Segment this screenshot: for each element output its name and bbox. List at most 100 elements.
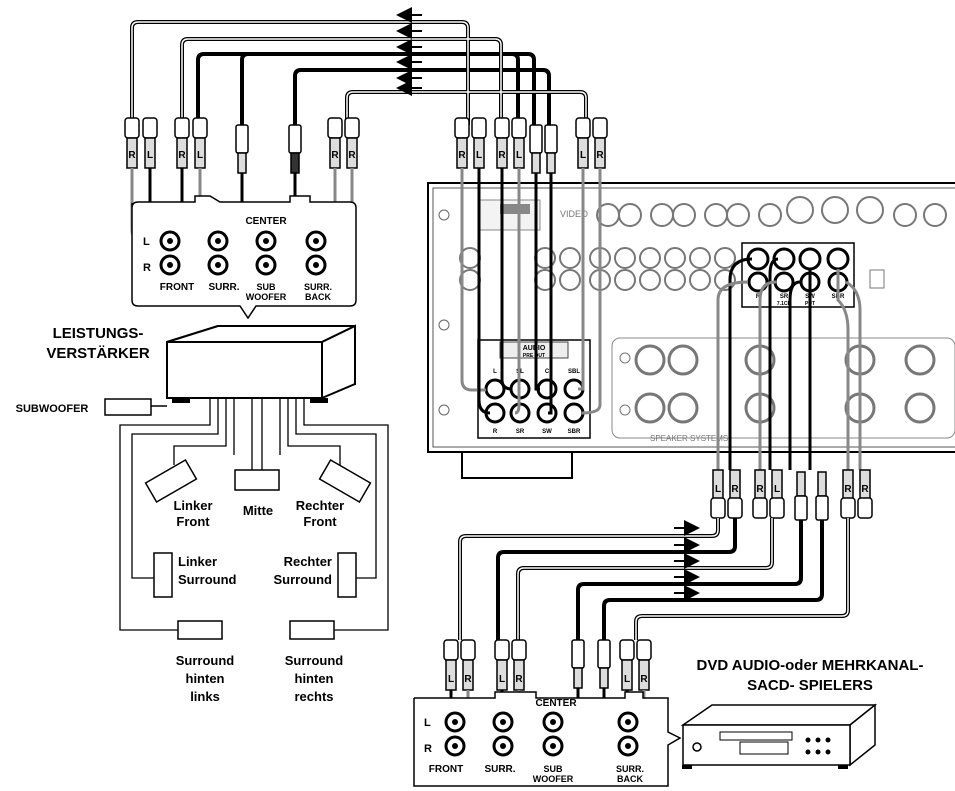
dvd-plug-sback-l: L xyxy=(624,674,630,685)
subwoofer: SUBWOOFER xyxy=(16,398,167,416)
rxb-plug-1: L xyxy=(715,484,721,495)
speaker-wiring xyxy=(119,398,389,631)
speaker-surround-back-right: Surround hinten rechts xyxy=(285,620,344,704)
rx-plug-5: L xyxy=(580,150,586,161)
rxb-plug-4: L xyxy=(774,484,780,495)
amp-center-label: CENTER xyxy=(245,216,287,227)
dvd-surr-label: SURR. xyxy=(484,764,515,775)
plug-surr-l: L xyxy=(197,150,203,161)
amp-jack-l: L xyxy=(143,236,150,248)
dvd-woofer-label: WOOFER xyxy=(533,774,574,784)
cables-dvd-to-receiver xyxy=(458,518,850,642)
speaker-right-front: Rechter Front xyxy=(296,458,372,529)
av-receiver: VIDEO xyxy=(427,182,955,479)
cables-receiver-to-amp xyxy=(130,7,588,135)
right-surround-label-2: Surround xyxy=(274,572,333,587)
sb-left-label-3: links xyxy=(190,689,220,704)
pre-out-sub: PRE OUT xyxy=(523,353,545,359)
power-amp-label-2: VERSTÄRKER xyxy=(46,345,150,362)
dvd-player-label-2: SACD- SPIELERS xyxy=(747,677,873,694)
center-label: Mitte xyxy=(243,503,273,518)
speaker-center: Mitte xyxy=(234,469,280,518)
plug-surr-r: R xyxy=(178,150,186,161)
amp-jack-r: R xyxy=(143,262,151,274)
speaker-right-surround: Rechter Surround xyxy=(274,552,357,598)
amp-front-label: FRONT xyxy=(160,282,194,293)
rx-plug-4: L xyxy=(516,150,522,161)
left-front-label-2: Front xyxy=(176,514,210,529)
pre-out-title: AUDIO xyxy=(523,345,546,352)
sb-right-label-3: rechts xyxy=(294,689,333,704)
dvd-jack-r: R xyxy=(424,743,432,755)
dvd-plug-sback-r: R xyxy=(640,674,648,685)
speaker-left-surround: Linker Surround xyxy=(153,552,237,598)
speakers: Linker Front Mitte Rechter Front Linker … xyxy=(144,458,372,704)
amp-sback-label1: SURR. xyxy=(304,282,332,292)
receiver-audio-jacks xyxy=(459,247,885,291)
amp-plugs: R L R L R R xyxy=(124,117,360,174)
plug-front-l: L xyxy=(147,150,153,161)
dvd-plug-surr-l: L xyxy=(499,674,505,685)
amp-sub-label: SUB xyxy=(256,282,276,292)
rx-plug-1: R xyxy=(458,150,466,161)
speaker-surround-back-left: Surround hinten links xyxy=(176,620,235,704)
amp-woofer-label: WOOFER xyxy=(246,292,287,302)
right-surround-label-1: Rechter xyxy=(284,554,332,569)
sb-left-label-1: Surround xyxy=(176,653,235,668)
rxb-plug-6: R xyxy=(861,484,869,495)
dvd-plug-front-r: R xyxy=(464,674,472,685)
pre-out-cable-drops xyxy=(460,168,602,415)
plug-sback-r2: R xyxy=(348,150,356,161)
speaker-left-front: Linker Front xyxy=(144,458,213,529)
pre-out-col-c: C xyxy=(545,369,550,375)
dvd-output-panel: L R FRONT SURR. CENTER SUB WOOFER SURR. … xyxy=(413,691,682,787)
power-amp-label-1: LEISTUNGS- xyxy=(53,325,144,342)
pre-out-col-sbl: SBL xyxy=(568,369,580,375)
amp-surr-label: SURR. xyxy=(208,282,239,293)
receiver-video-jacks: VIDEO xyxy=(438,196,947,416)
rx-plug-6: R xyxy=(596,150,604,161)
dvd-jack-l: L xyxy=(424,717,431,729)
rxb-plug-2: R xyxy=(731,484,739,495)
pre-out-block: AUDIO PRE OUT L SL C SBL R SR SW SBR xyxy=(477,339,591,439)
rxb-plug-5: R xyxy=(844,484,852,495)
speaker-systems-label: SPEAKER SYSTEMS xyxy=(650,434,728,443)
power-amplifier: LEISTUNGS- VERSTÄRKER xyxy=(46,324,356,403)
pre-out-col-sr: SR xyxy=(516,429,525,435)
rx-plug-3: R xyxy=(498,150,506,161)
multi-in-col-r: R xyxy=(756,294,761,300)
rx-plug-2: L xyxy=(476,150,482,161)
receiver-bottom-plugs: L R R L R R xyxy=(710,469,873,521)
left-surround-label-2: Surround xyxy=(178,572,237,587)
right-front-label-1: Rechter xyxy=(296,498,344,513)
amp-input-panel: L R FRONT SURR. CENTER SUB WOOFER SURR. … xyxy=(131,195,357,320)
dvd-plug-front-l: L xyxy=(448,674,454,685)
sb-left-label-2: hinten xyxy=(186,671,225,686)
dvd-player: DVD AUDIO-oder MEHRKANAL- SACD- SPIELERS xyxy=(680,657,924,769)
dvd-sback-label1: SURR. xyxy=(616,764,644,774)
left-surround-label-1: Linker xyxy=(178,554,217,569)
pre-out-col-l: L xyxy=(493,369,497,375)
dvd-front-label: FRONT xyxy=(429,764,463,775)
dvd-center-label: CENTER xyxy=(535,698,577,709)
sb-right-label-2: hinten xyxy=(295,671,334,686)
dvd-plug-surr-r: R xyxy=(515,674,523,685)
amp-sback-label2: BACK xyxy=(305,292,331,302)
receiver-top-plugs: R L R L L R xyxy=(454,117,608,174)
plug-sback-r1: R xyxy=(331,150,339,161)
dvd-player-label-1: DVD AUDIO-oder MEHRKANAL- xyxy=(697,657,924,674)
dvd-plugs: L R L R L R xyxy=(443,639,652,691)
pre-out-col-sbr: SBR xyxy=(568,429,581,435)
plug-front-r: R xyxy=(128,150,136,161)
sb-right-label-1: Surround xyxy=(285,653,344,668)
right-front-label-2: Front xyxy=(303,514,337,529)
multi-in-label: 7.1CH xyxy=(777,301,792,307)
left-front-label-1: Linker xyxy=(173,498,212,513)
multi-in-cable-drops xyxy=(716,257,862,470)
subwoofer-label: SUBWOOFER xyxy=(16,403,89,415)
rxb-plug-3: R xyxy=(756,484,764,495)
svg-text:VIDEO: VIDEO xyxy=(560,209,588,219)
pre-out-col-sw: SW xyxy=(542,429,552,435)
dvd-sub-label: SUB xyxy=(543,764,563,774)
